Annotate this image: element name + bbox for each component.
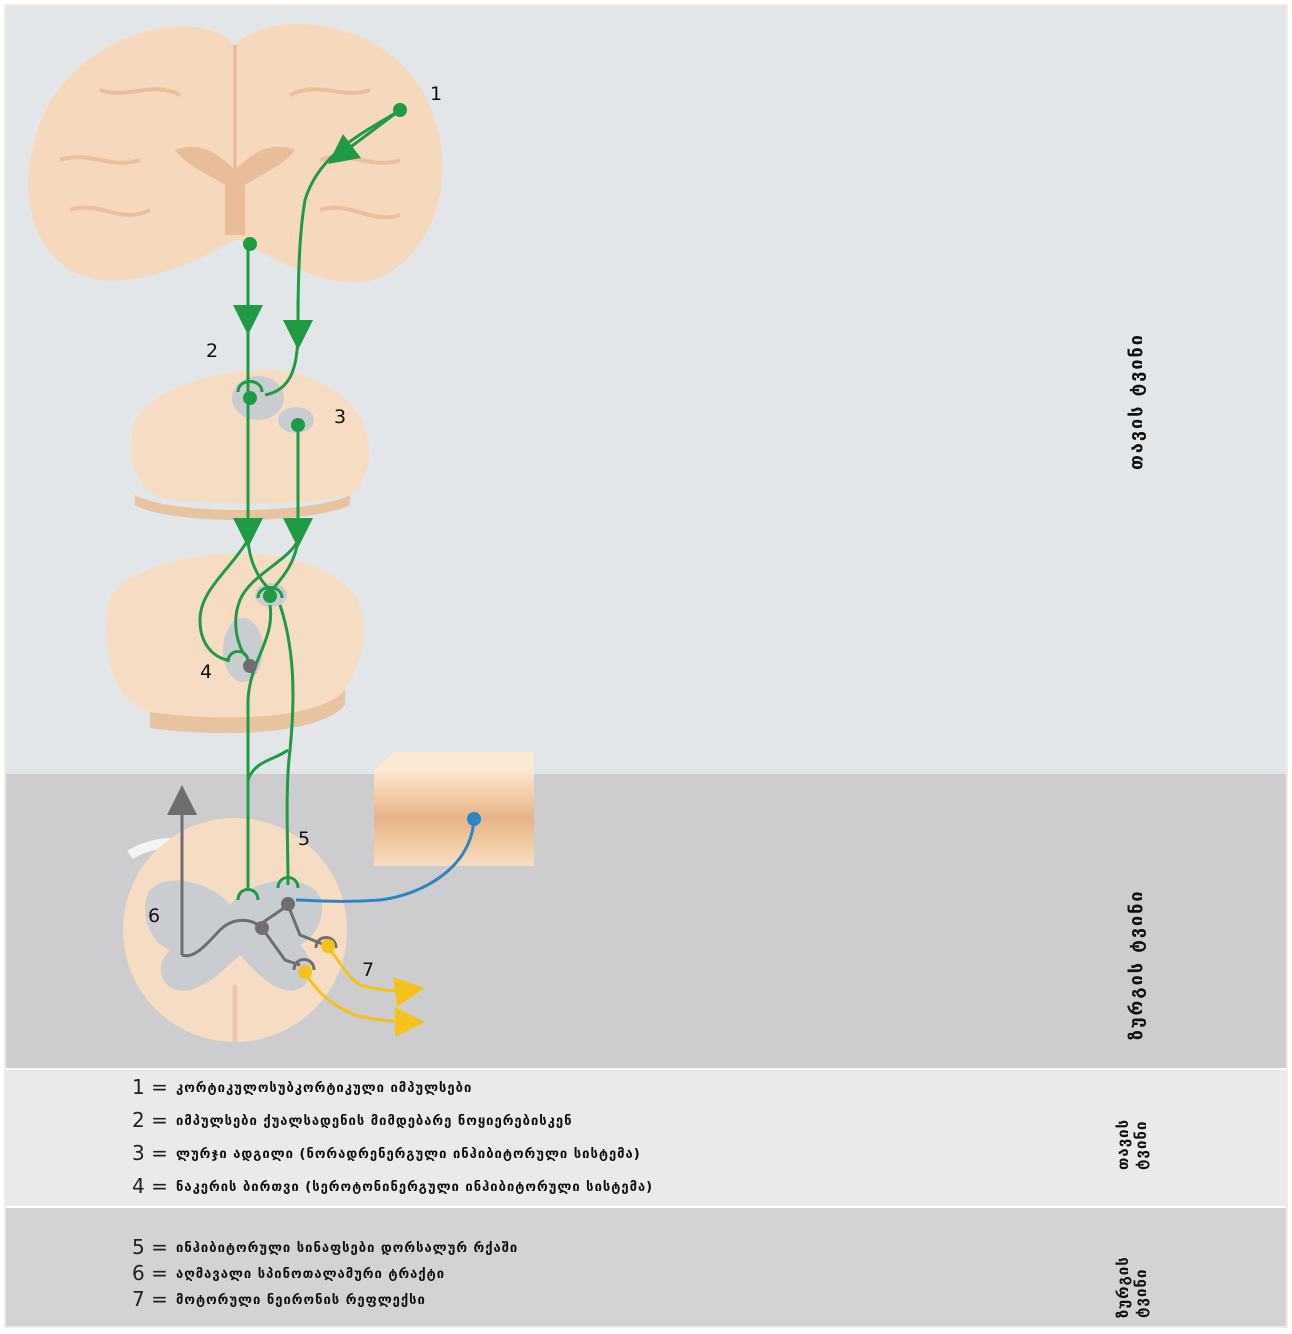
legend-spinal-section-label-1: ზურგის bbox=[1114, 1256, 1132, 1318]
skin-block bbox=[374, 752, 534, 866]
label-2: 2 bbox=[206, 340, 218, 362]
legend-text: კორტიკულოსუბკორტიკული იმპულსები bbox=[176, 1081, 472, 1096]
medulla-section bbox=[106, 554, 364, 733]
legend-num: 2 = bbox=[132, 1108, 168, 1132]
legend-brain-section-label-2: ტვინი bbox=[1132, 1121, 1150, 1170]
label-4: 4 bbox=[200, 661, 212, 683]
legend-spinal-section-label-2: ტვინი bbox=[1132, 1269, 1150, 1318]
legend-text: ინჰიბიტორული სინაფსები დორსალურ რქაში bbox=[176, 1241, 518, 1256]
legend-text: მოტორული ნეირონის რეფლექსი bbox=[176, 1293, 426, 1308]
legend-text: ნაკერის ბირთვი (სეროტონინერგული ინჰიბიტო… bbox=[176, 1180, 653, 1195]
legend-num: 4 = bbox=[132, 1174, 168, 1198]
legend-brain-section-label-1: თავის bbox=[1114, 1119, 1132, 1170]
label-1: 1 bbox=[430, 83, 442, 105]
legend-num: 1 = bbox=[132, 1075, 168, 1099]
side-label-spinal: ზურგის ტვინი bbox=[1126, 890, 1147, 1040]
legend-num: 3 = bbox=[132, 1141, 168, 1165]
label-3: 3 bbox=[334, 406, 346, 428]
side-label-brain: თავის ტვინი bbox=[1126, 333, 1147, 470]
spinal-cord-section bbox=[123, 818, 347, 1042]
legend-text: ლურჯი ადგილი (ნორადრენერგული ინჰიბიტორულ… bbox=[176, 1147, 641, 1162]
label-6: 6 bbox=[148, 905, 160, 927]
legend-num: 5 = bbox=[132, 1235, 168, 1259]
label-5: 5 bbox=[298, 828, 310, 850]
legend-text: აღმავალი სპინოთალამური ტრაქტი bbox=[176, 1267, 445, 1282]
legend-num: 7 = bbox=[132, 1287, 168, 1311]
legend-text: იმპულსები ქუალსადენის მიმდებარე ნოყიერებ… bbox=[176, 1114, 572, 1129]
label-7: 7 bbox=[362, 959, 374, 981]
legend-num: 6 = bbox=[132, 1261, 168, 1285]
